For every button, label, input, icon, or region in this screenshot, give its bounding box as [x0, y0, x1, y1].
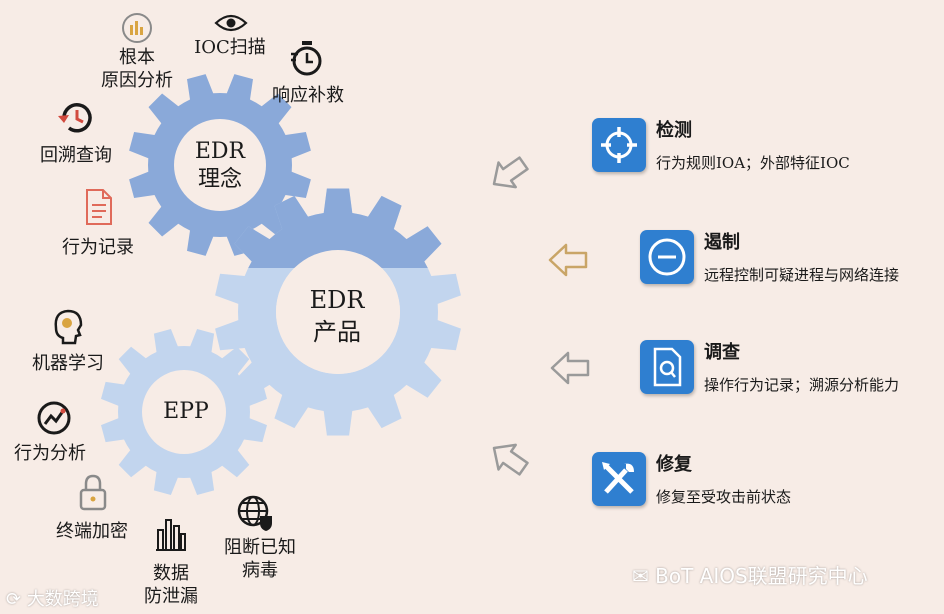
wechat-icon: ✉	[632, 564, 656, 588]
detect-title: 检测	[656, 120, 692, 141]
response-label: 响应补救	[272, 85, 344, 106]
stopwatch-icon	[291, 41, 322, 76]
remediate-desc: 修复至受攻击前状态	[656, 488, 792, 506]
behavior-analysis-label: 行为分析	[14, 443, 86, 464]
gear-product-line1: EDR	[309, 286, 365, 314]
history-clock-icon	[58, 103, 92, 133]
gear-concept-hub	[174, 119, 266, 211]
tools-icon	[592, 452, 646, 506]
trend-analysis-icon	[37, 401, 71, 435]
root-cause-line1: 根本	[119, 47, 155, 68]
watermark-right: ✉ BoT AIOS联盟研究中心	[632, 560, 868, 589]
detect-desc: 行为规则IOA；外部特征IOC	[656, 154, 850, 172]
watermark-left-text: 大数跨境	[26, 589, 99, 610]
root-cause-label: 根本 原因分析	[84, 46, 190, 92]
brain-head-icon	[54, 309, 83, 345]
lock-icon	[79, 474, 107, 511]
gear-edr-concept	[129, 74, 311, 256]
ioc-scan-label: IOC扫描	[194, 37, 266, 58]
data-leak-line2: 防泄漏	[144, 586, 198, 607]
crosshair-icon	[592, 118, 646, 172]
contain-title: 遏制	[704, 232, 740, 253]
gear-concept-line1: EDR	[194, 139, 246, 164]
data-leak-line1: 数据	[153, 563, 189, 584]
block-icon	[640, 230, 694, 284]
machine-learning-label: 机器学习	[32, 353, 104, 374]
gear-edr-product-label: EDR 产品	[292, 284, 382, 348]
retrospect-label: 回溯查询	[40, 145, 112, 166]
remediate-title: 修复	[656, 454, 692, 475]
gear-edr-product	[215, 188, 461, 436]
block-known-virus-label: 阻断已知 病毒	[212, 536, 308, 582]
gear-epp-hub	[142, 370, 226, 454]
gear-product-top-shade	[234, 188, 442, 268]
gear-edr-concept-label: EDR 理念	[180, 138, 260, 194]
contain-desc: 远程控制可疑进程与网络连接	[704, 266, 900, 284]
investigate-title: 调查	[704, 342, 740, 363]
block-virus-line2: 病毒	[242, 560, 278, 581]
gear-product-line2: 产品	[313, 318, 361, 346]
endpoint-encryption-label: 终端加密	[56, 521, 128, 542]
behavior-record-label: 行为记录	[62, 237, 134, 258]
eye-icon	[214, 14, 248, 32]
watermark-logo-icon: ⟳	[6, 589, 27, 610]
gear-epp	[101, 329, 267, 495]
data-leak-prevention-label: 数据 防泄漏	[126, 562, 216, 608]
root-cause-line2: 原因分析	[101, 70, 173, 91]
bar-chart-circle-icon	[122, 13, 152, 43]
watermark-right-text: BoT AIOS联盟研究中心	[655, 564, 868, 588]
watermark-left: ⟳ 大数跨境	[6, 585, 99, 611]
document-icon	[86, 189, 112, 225]
gear-product-hub-top	[276, 250, 400, 374]
investigate-desc: 操作行为记录；溯源分析能力	[704, 376, 900, 394]
document-search-icon	[640, 340, 694, 394]
globe-shield-icon	[237, 495, 272, 531]
gear-epp-label: EPP	[163, 399, 209, 424]
gear-concept-line2: 理念	[197, 167, 242, 192]
bar-chart-icon	[156, 519, 186, 551]
block-virus-line1: 阻断已知	[224, 537, 296, 558]
